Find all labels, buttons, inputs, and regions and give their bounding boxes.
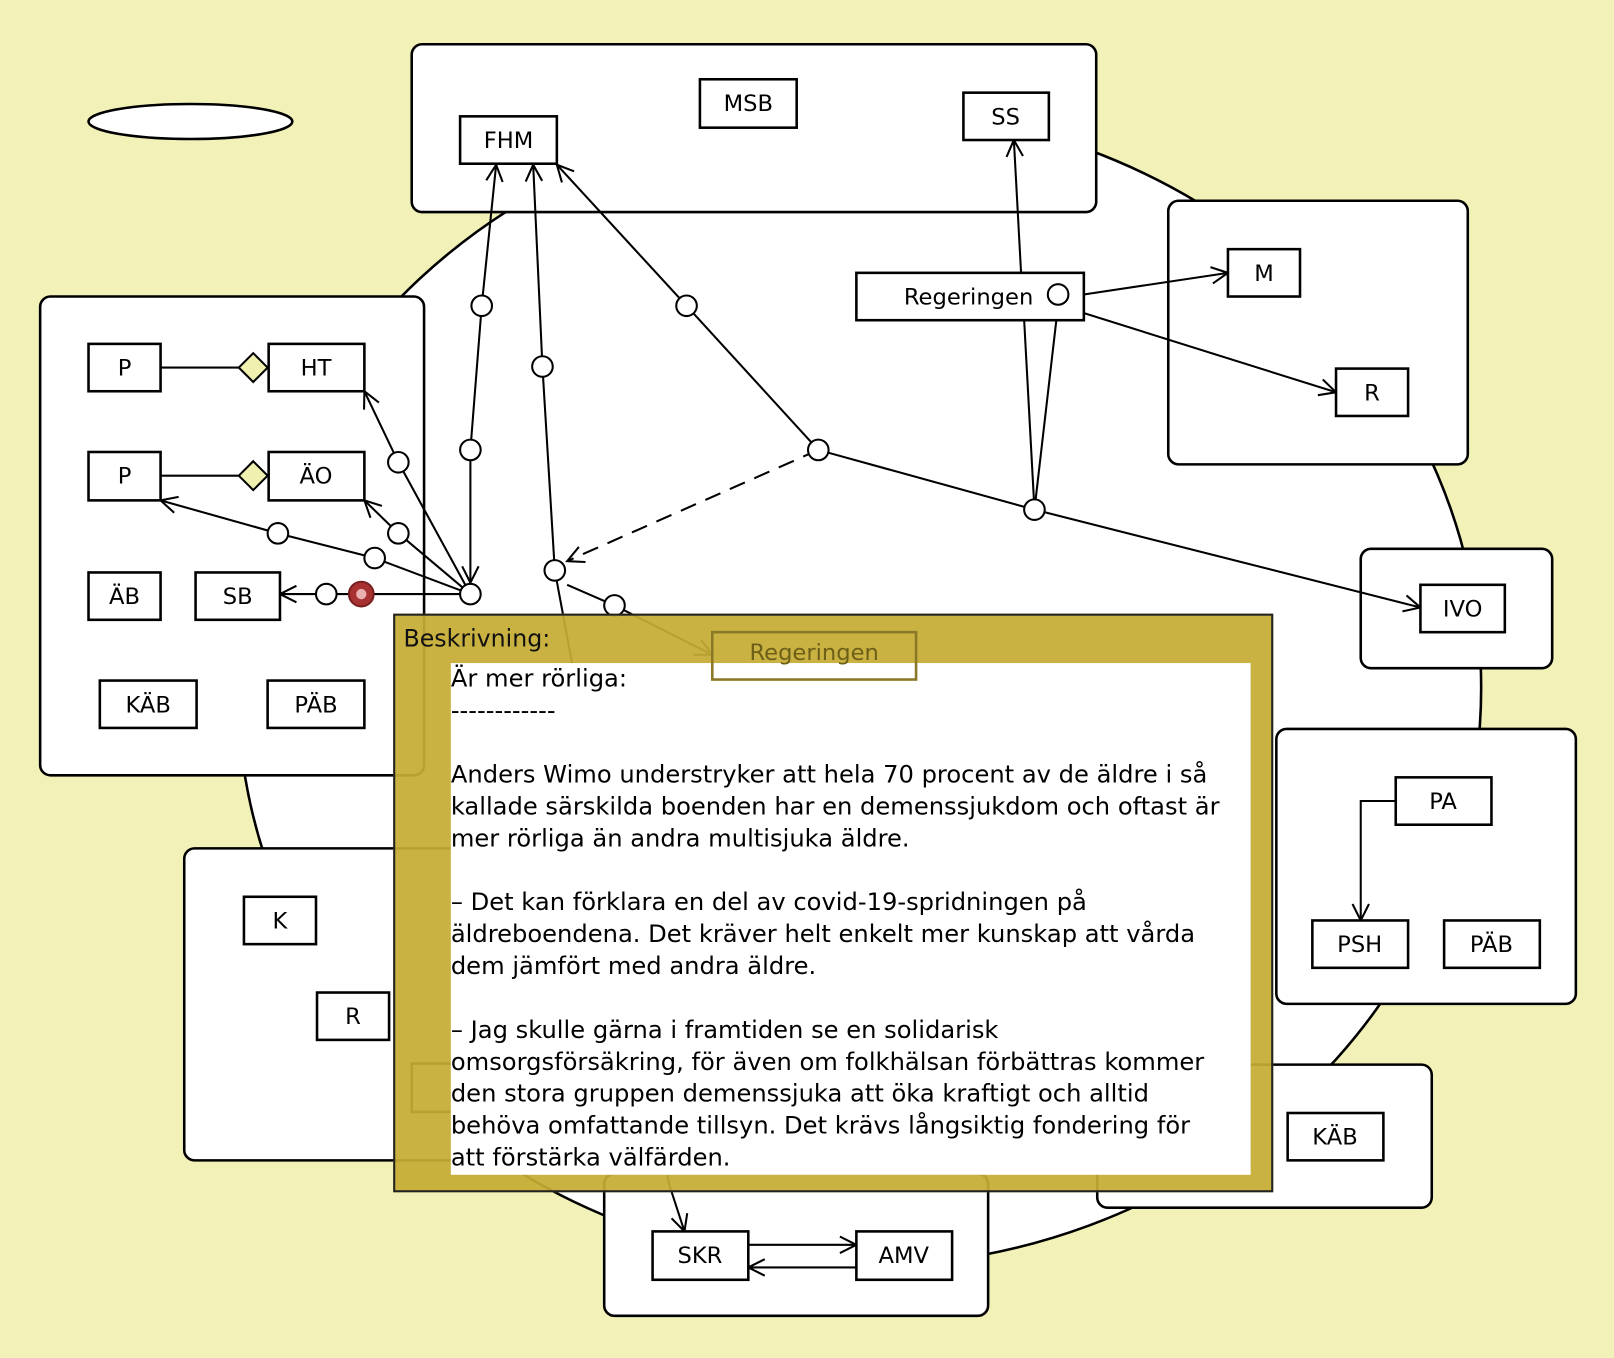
tooltip-body: Är mer rörliga: ------------ Anders Wimo u… [450, 663, 1251, 1175]
node-label: K [273, 908, 289, 934]
node-r-lower[interactable]: R [315, 991, 391, 1042]
node-p2[interactable]: P [87, 450, 162, 502]
tooltip-line: äldreboendena. Det kräver helt enkelt me… [450, 919, 1196, 949]
empty-ellipse-node[interactable] [87, 102, 294, 141]
node-label: PÄB [1470, 930, 1513, 958]
description-tooltip: Beskrivning: Är mer rörliga: ------------… [393, 613, 1274, 1193]
node-label: IVO [1443, 597, 1483, 623]
selected-hub-dot [356, 588, 367, 600]
node-label: HT [301, 356, 332, 382]
node-r[interactable]: R [1334, 367, 1410, 418]
node-label: PÄB [294, 690, 337, 718]
tooltip-line [451, 982, 1251, 1014]
node-label: PSH [1337, 932, 1382, 958]
node-label: SKR [677, 1243, 722, 1269]
tooltip-line: – Jag skulle gärna i framtiden se en sol… [450, 1015, 999, 1045]
node-label: ÄO [300, 462, 333, 490]
node-label: PA [1429, 789, 1457, 815]
tooltip-line: dem jämfört med andra äldre. [450, 951, 817, 981]
node-label: P [118, 356, 132, 382]
node-ab[interactable]: ÄB [87, 571, 162, 622]
tooltip-line [451, 727, 1251, 759]
node-amv[interactable]: AMV [855, 1230, 954, 1282]
tooltip-line: mer rörliga än andra multisjuka äldre. [450, 823, 910, 853]
node-pab-right[interactable]: PÄB [1442, 919, 1542, 970]
node-label: MSB [724, 91, 773, 117]
tooltip-line: behöva omfattande tillsyn. Det krävs lån… [450, 1110, 1191, 1140]
node-label: FHM [484, 128, 534, 154]
connection-hubs[interactable] [266, 294, 1046, 617]
node-regeringen[interactable]: Regeringen [855, 271, 1086, 322]
tooltip-line: kallade särskilda boenden har en demenss… [450, 791, 1220, 821]
node-label: SS [991, 104, 1020, 130]
node-label: P [118, 464, 132, 490]
tooltip-line: den stora gruppen demenssjuka att öka kr… [450, 1079, 1149, 1108]
node-ht[interactable]: HT [267, 342, 366, 393]
tooltip-line: Är mer rörliga: [450, 664, 628, 693]
node-kab-right[interactable]: KÄB [1286, 1111, 1385, 1162]
node-m[interactable]: M [1226, 247, 1302, 298]
node-label: KÄB [125, 690, 170, 718]
group-left[interactable] [38, 295, 426, 777]
node-label: AMV [878, 1243, 929, 1269]
node-k[interactable]: K [242, 895, 318, 946]
tooltip-line: Anders Wimo understryker att hela 70 pro… [450, 759, 1208, 789]
node-fhm[interactable]: FHM [458, 115, 559, 165]
node-label: M [1254, 261, 1274, 287]
node-label: KÄB [1312, 1123, 1357, 1151]
node-label: R [345, 1004, 361, 1030]
node-label: SB [223, 584, 253, 610]
node-pa[interactable]: PA [1394, 776, 1493, 826]
node-label: Regeringen [904, 285, 1033, 311]
tooltip-line: ------------ [450, 696, 556, 725]
tooltip-line: att förstärka välfärden. [450, 1142, 731, 1172]
node-ivo[interactable]: IVO [1419, 583, 1507, 634]
tooltip-line: – Det kan förklara en del av covid-19-sp… [450, 887, 1087, 917]
node-ao[interactable]: ÄO [267, 450, 366, 502]
group-right[interactable] [1166, 199, 1470, 466]
node-sb[interactable]: SB [194, 571, 282, 622]
node-label: R [1364, 380, 1380, 406]
node-kab-left[interactable]: KÄB [98, 679, 198, 730]
node-ss[interactable]: SS [962, 91, 1051, 142]
tooltip-line [451, 855, 1251, 887]
node-psh[interactable]: PSH [1311, 919, 1410, 970]
tooltip-title: Beskrivning: [403, 625, 551, 653]
node-label: ÄB [109, 582, 140, 610]
regeringen-port[interactable] [1046, 283, 1070, 306]
tooltip-line: omsorgsförsäkring, för även om folkhälsa… [450, 1047, 1205, 1076]
node-pab-left[interactable]: PÄB [266, 679, 366, 730]
node-msb[interactable]: MSB [698, 77, 798, 129]
node-skr[interactable]: SKR [651, 1230, 750, 1282]
node-p1[interactable]: P [87, 342, 162, 393]
